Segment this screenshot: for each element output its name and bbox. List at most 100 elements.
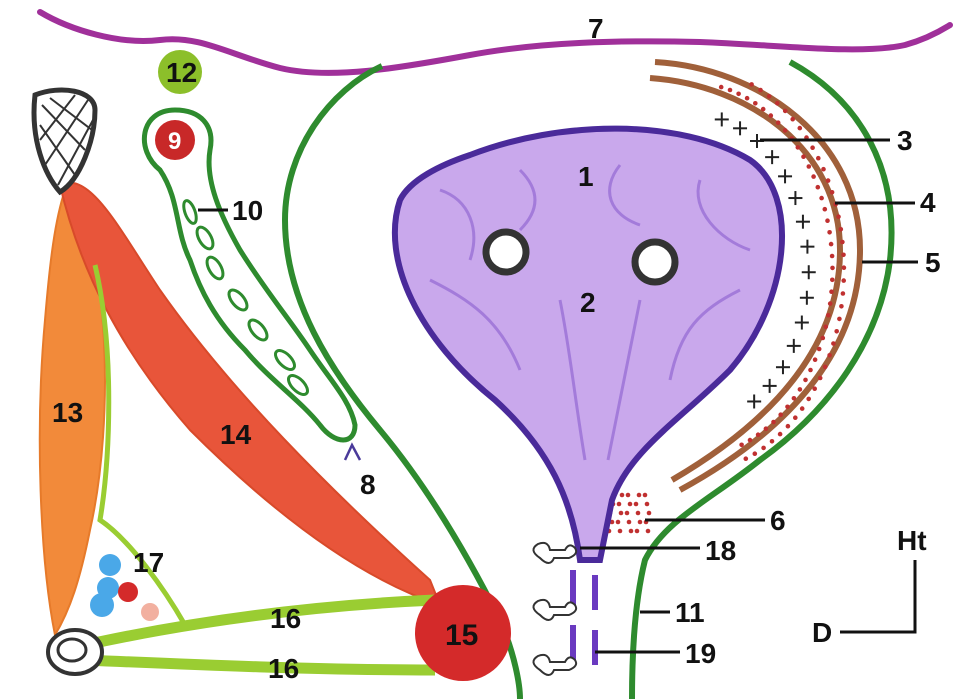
cross-mark bbox=[776, 360, 790, 374]
red-dot bbox=[764, 426, 769, 431]
red-dot bbox=[753, 451, 758, 456]
ligament-16-top bbox=[85, 600, 435, 645]
red-dot bbox=[836, 214, 841, 219]
red-dot bbox=[783, 128, 788, 133]
cross-mark bbox=[733, 121, 747, 135]
red-dot bbox=[813, 357, 818, 362]
label-19: 19 bbox=[685, 638, 716, 669]
red-dot bbox=[635, 529, 640, 534]
red-dot bbox=[803, 378, 808, 383]
red-dot bbox=[628, 502, 633, 507]
bone-bottom bbox=[48, 630, 102, 674]
red-dot bbox=[811, 174, 816, 179]
red-dot bbox=[756, 432, 761, 437]
label-9: 9 bbox=[168, 128, 181, 155]
label-14: 14 bbox=[220, 419, 252, 450]
red-dot bbox=[643, 493, 648, 498]
cross-mark bbox=[778, 169, 792, 183]
cross-mark bbox=[787, 339, 801, 353]
red-dot bbox=[761, 107, 766, 112]
red-dot bbox=[810, 145, 815, 150]
red-dot bbox=[749, 82, 754, 87]
red-dot bbox=[634, 502, 639, 507]
red-dot bbox=[776, 120, 781, 125]
red-dot bbox=[646, 529, 651, 534]
red-dot bbox=[758, 88, 763, 93]
red-dot bbox=[827, 230, 832, 235]
red-dot bbox=[744, 456, 749, 461]
cross-mark bbox=[802, 265, 816, 279]
orientation-label-d: D bbox=[812, 617, 832, 648]
vessel-blue-3 bbox=[90, 593, 114, 617]
red-dot bbox=[636, 511, 641, 516]
label-3: 3 bbox=[897, 125, 913, 156]
red-dot bbox=[618, 529, 623, 534]
cross-mark bbox=[800, 240, 814, 254]
red-dot bbox=[829, 242, 834, 247]
cross-mark bbox=[788, 191, 802, 205]
cross-mark bbox=[765, 150, 779, 164]
red-dot bbox=[792, 396, 797, 401]
red-dot bbox=[785, 405, 790, 410]
red-dot bbox=[778, 432, 783, 437]
red-dot bbox=[798, 387, 803, 392]
bladder bbox=[395, 129, 782, 560]
red-dot bbox=[812, 386, 817, 391]
red-dot bbox=[840, 240, 845, 245]
cross-mark bbox=[715, 112, 729, 126]
orientation-label-ht: Ht bbox=[897, 525, 927, 556]
red-dot bbox=[829, 289, 834, 294]
red-dot bbox=[745, 96, 750, 101]
label-1: 1 bbox=[578, 161, 594, 192]
red-dot bbox=[841, 253, 846, 258]
label-6: 6 bbox=[770, 505, 786, 536]
red-dot bbox=[821, 336, 826, 341]
label-18: 18 bbox=[705, 535, 736, 566]
red-dot bbox=[821, 167, 826, 172]
red-dot bbox=[839, 227, 844, 232]
red-dot bbox=[626, 493, 631, 498]
red-dot bbox=[748, 438, 753, 443]
ureteric-orifice-left bbox=[486, 232, 526, 272]
red-dot bbox=[645, 502, 650, 507]
red-dot bbox=[619, 511, 624, 516]
red-dot bbox=[826, 313, 831, 318]
label-10: 10 bbox=[232, 195, 263, 226]
red-dot bbox=[830, 266, 835, 271]
label-16-bottom: 16 bbox=[268, 653, 299, 684]
red-dot bbox=[728, 88, 733, 93]
red-dot bbox=[798, 126, 803, 131]
red-dot bbox=[801, 154, 806, 159]
muscle-14 bbox=[60, 183, 440, 605]
red-dot bbox=[823, 207, 828, 212]
label-5: 5 bbox=[925, 247, 941, 278]
label-17: 17 bbox=[133, 547, 164, 578]
red-dot bbox=[819, 196, 824, 201]
label-15: 15 bbox=[445, 619, 478, 652]
red-dot bbox=[816, 156, 821, 161]
red-dot bbox=[828, 301, 833, 306]
red-dot bbox=[719, 85, 724, 90]
cross-mark bbox=[796, 215, 810, 229]
red-dot bbox=[841, 278, 846, 283]
label-13: 13 bbox=[52, 397, 83, 428]
cross-mark bbox=[795, 316, 809, 330]
arrow-8 bbox=[345, 445, 360, 460]
vessel-pink bbox=[141, 603, 159, 621]
red-dot bbox=[625, 511, 630, 516]
cross-mark bbox=[800, 291, 814, 305]
label-8: 8 bbox=[360, 469, 376, 500]
red-dot bbox=[771, 420, 776, 425]
red-dot bbox=[842, 265, 847, 270]
red-dot bbox=[617, 502, 622, 507]
urethra-segments bbox=[570, 570, 598, 665]
red-dot bbox=[638, 520, 643, 525]
red-dot bbox=[827, 353, 832, 358]
red-dot bbox=[830, 278, 835, 283]
red-dot bbox=[806, 397, 811, 402]
red-dot bbox=[790, 117, 795, 122]
red-dot bbox=[807, 164, 812, 169]
red-dot bbox=[823, 365, 828, 370]
red-dot bbox=[817, 347, 822, 352]
label-4: 4 bbox=[920, 187, 936, 218]
